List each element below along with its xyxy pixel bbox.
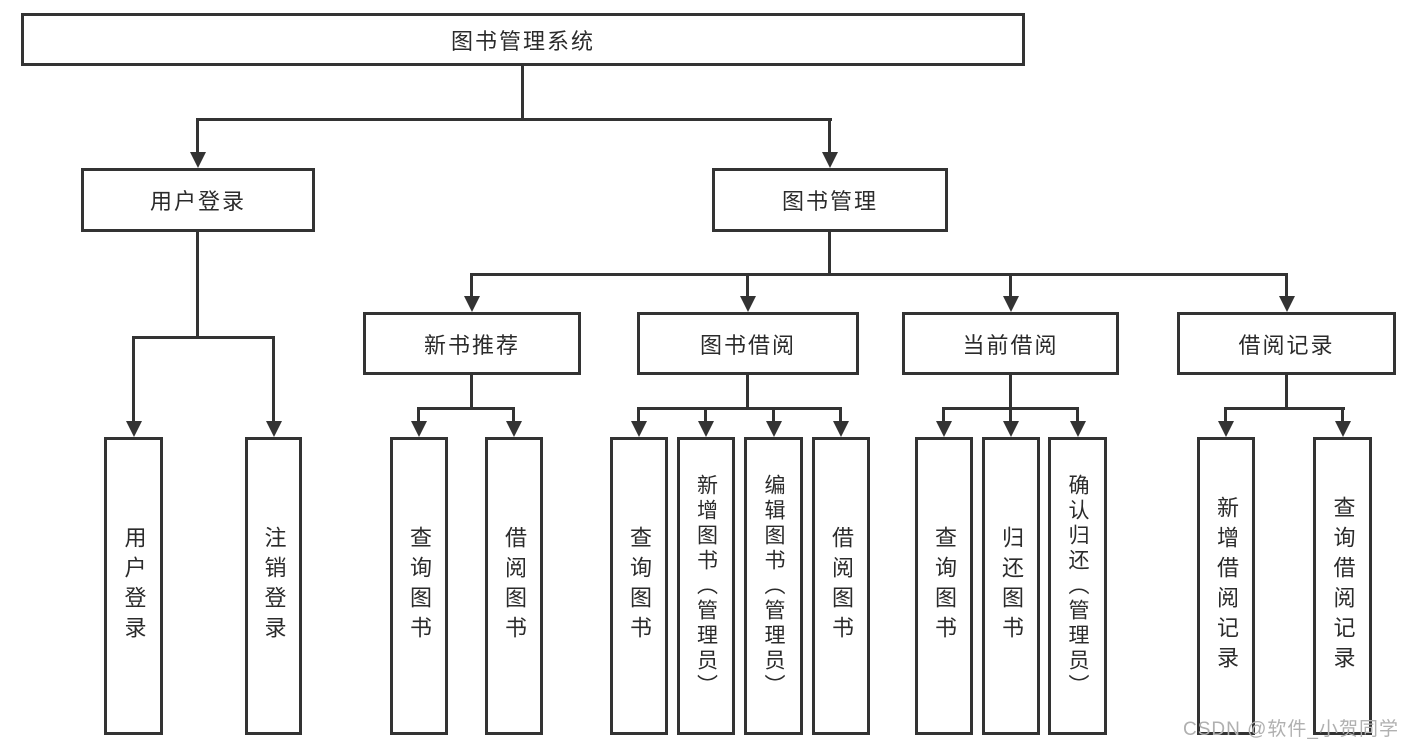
connector-vline: [839, 407, 842, 421]
arrow-down-icon: [698, 421, 714, 437]
connector-vline: [1285, 375, 1288, 407]
connector-hline: [132, 336, 275, 339]
connector-vline: [196, 232, 199, 336]
connector-vline: [1009, 375, 1012, 407]
node-current-borrow: 当前借阅: [902, 312, 1119, 375]
connector-vline: [772, 407, 775, 421]
connector-vline: [1341, 407, 1344, 421]
connector-hline: [637, 407, 842, 410]
connector-hline: [417, 407, 515, 410]
arrow-down-icon: [1335, 421, 1351, 437]
arrow-down-icon: [126, 421, 142, 437]
connector-vline: [272, 336, 275, 421]
leaf-query-borrow-record: 查询借阅记录: [1313, 437, 1372, 735]
connector-vline: [1076, 407, 1079, 421]
leaf-edit-book-admin: 编辑图书（管理员）: [744, 437, 803, 735]
connector-vline: [512, 407, 515, 421]
node-user-login: 用户登录: [81, 168, 315, 232]
leaf-query-book: 查询图书: [610, 437, 668, 735]
connector-vline: [704, 407, 707, 421]
leaf-query-book: 查询图书: [390, 437, 448, 735]
leaf-add-book-admin: 新增图书（管理员）: [677, 437, 735, 735]
watermark: CSDN @软件_小贺同学: [1183, 719, 1399, 740]
connector-vline: [521, 66, 524, 118]
leaf-logout: 注销登录: [245, 437, 302, 735]
leaf-borrow-book: 借阅图书: [812, 437, 870, 735]
connector-vline: [637, 407, 640, 421]
connector-vline: [417, 407, 420, 421]
connector-vline: [828, 118, 831, 152]
leaf-add-borrow-record: 新增借阅记录: [1197, 437, 1255, 735]
arrow-down-icon: [822, 152, 838, 168]
connector-vline: [196, 118, 199, 152]
arrow-down-icon: [506, 421, 522, 437]
leaf-confirm-return-admin: 确认归还（管理员）: [1048, 437, 1107, 735]
connector-hline: [1224, 407, 1345, 410]
arrow-down-icon: [936, 421, 952, 437]
leaf-user-login: 用户登录: [104, 437, 163, 735]
connector-vline: [1224, 407, 1227, 421]
connector-vline: [1009, 407, 1012, 421]
arrow-down-icon: [1279, 296, 1295, 312]
connector-vline: [1009, 273, 1012, 296]
node-borrow-record: 借阅记录: [1177, 312, 1396, 375]
arrow-down-icon: [740, 296, 756, 312]
leaf-return-book: 归还图书: [982, 437, 1040, 735]
connector-vline: [1285, 273, 1288, 296]
connector-vline: [470, 273, 473, 296]
arrow-down-icon: [190, 152, 206, 168]
arrow-down-icon: [1003, 421, 1019, 437]
node-new-book-recommend: 新书推荐: [363, 312, 581, 375]
node-book-borrow: 图书借阅: [637, 312, 859, 375]
connector-vline: [746, 273, 749, 296]
connector-hline: [470, 273, 1287, 276]
connector-vline: [470, 375, 473, 407]
connector-hline: [196, 118, 832, 121]
arrow-down-icon: [766, 421, 782, 437]
connector-vline: [942, 407, 945, 421]
connector-vline: [132, 336, 135, 421]
connector-vline: [828, 232, 831, 273]
arrow-down-icon: [411, 421, 427, 437]
arrow-down-icon: [464, 296, 480, 312]
arrow-down-icon: [833, 421, 849, 437]
node-book-management: 图书管理: [712, 168, 948, 232]
connector-vline: [746, 375, 749, 407]
arrow-down-icon: [631, 421, 647, 437]
leaf-borrow-book: 借阅图书: [485, 437, 543, 735]
arrow-down-icon: [1070, 421, 1086, 437]
arrow-down-icon: [1003, 296, 1019, 312]
leaf-query-book: 查询图书: [915, 437, 973, 735]
arrow-down-icon: [266, 421, 282, 437]
arrow-down-icon: [1218, 421, 1234, 437]
node-root: 图书管理系统: [21, 13, 1025, 66]
